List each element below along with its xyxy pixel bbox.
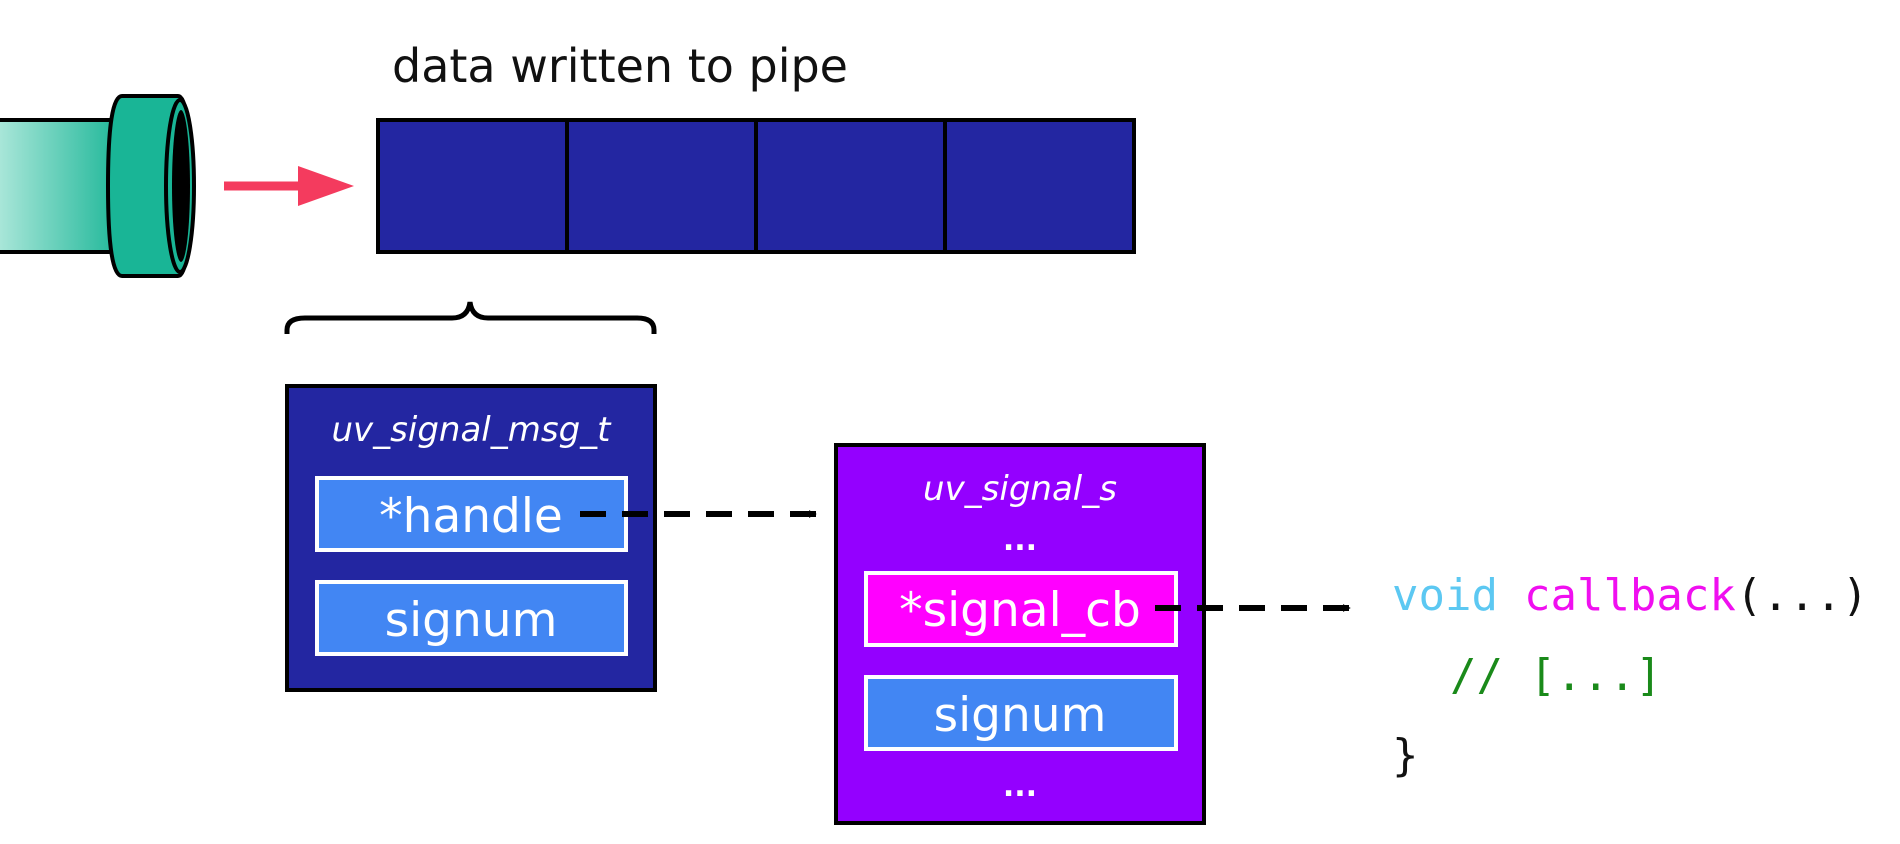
pipe-label: data written to pipe [392,39,848,93]
code-close-brace: } [1392,730,1419,781]
handle-field-label: *handle [379,489,563,544]
msg-signum-field [315,580,628,656]
write-arrow [224,166,354,206]
code-params: (...) [1736,570,1868,621]
signal-cb-field-label: *signal_cb [899,583,1141,638]
pipe-icon [0,94,196,278]
msg-struct-box: uv_signal_msg_t *handle signum [285,384,657,692]
signal-cb-field [864,571,1178,647]
code-keyword: void [1392,570,1498,621]
signal-signum-field [864,675,1178,751]
callback-code: void callback(...) // [...] } [1392,570,1868,781]
signal-struct-ellipsis-top: ... [1003,523,1037,558]
signal-struct-box: uv_signal_s ... *signal_cb signum ... [834,443,1206,825]
signal-struct-title: uv_signal_s [923,469,1117,509]
pipe-buffer [376,118,1136,254]
curly-brace [284,301,657,334]
signal-struct-ellipsis-bottom: ... [1003,769,1037,804]
msg-struct-title: uv_signal_msg_t [332,410,613,450]
code-function-name: callback [1524,570,1736,621]
code-comment: // [...] [1450,650,1662,701]
signal-signum-field-label: signum [934,688,1107,743]
code-line-signature: void callback(...) [1392,570,1868,621]
msg-signum-field-label: signum [385,593,558,648]
